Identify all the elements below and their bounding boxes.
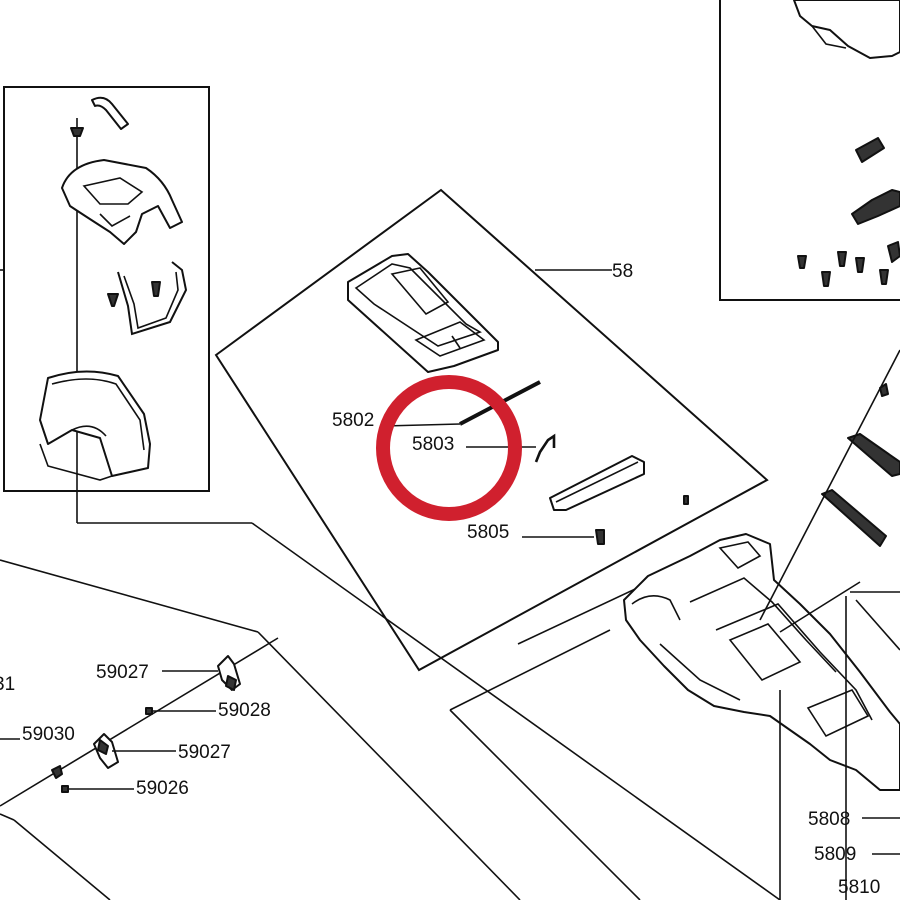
callout-5809: 5809 xyxy=(814,844,856,865)
chassis-assembly xyxy=(449,349,900,900)
callout-5808: 5808 xyxy=(808,809,850,830)
lower-left-panel xyxy=(0,559,521,900)
inset-box-left xyxy=(0,86,781,900)
callout-5805: 5805 xyxy=(467,522,509,543)
callout-31: 31 xyxy=(0,674,15,695)
highlight-circle xyxy=(376,375,522,521)
callout-58: 58 xyxy=(612,261,633,282)
callout-5810: 5810 xyxy=(838,877,880,898)
callout-59027-top: 59027 xyxy=(96,662,149,683)
inset-box-right xyxy=(719,0,900,301)
callout-59026: 59026 xyxy=(136,778,189,799)
callout-59027-bottom: 59027 xyxy=(178,742,231,763)
callout-5802: 5802 xyxy=(332,410,374,431)
callout-59028: 59028 xyxy=(218,700,271,721)
callout-59030: 59030 xyxy=(22,724,75,745)
callout-5803: 5803 xyxy=(412,434,454,455)
